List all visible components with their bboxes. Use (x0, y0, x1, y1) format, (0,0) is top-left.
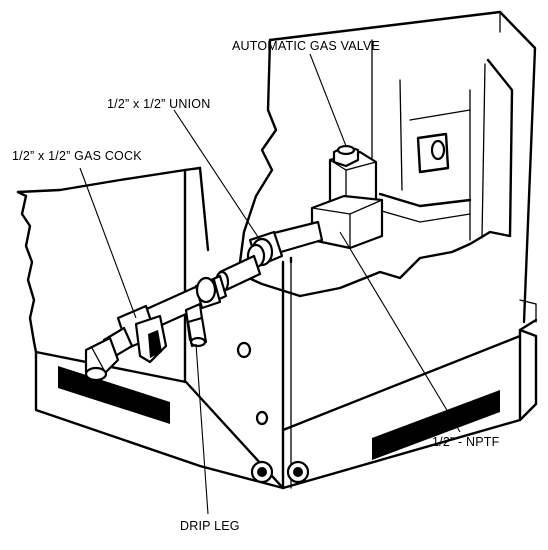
leader-lines (79, 53, 461, 515)
label-union: 1/2” x 1/2” UNION (107, 97, 210, 111)
label-gas-cock: 1/2” x 1/2” GAS COCK (12, 149, 142, 163)
label-drip-leg: DRIP LEG (180, 519, 240, 533)
automatic-gas-valve (310, 144, 384, 250)
label-nptf: 1/2” - NPTF (432, 435, 500, 449)
burner-assembly (377, 79, 472, 241)
label-automatic-gas-valve: AUTOMATIC GAS VALVE (232, 39, 380, 53)
gas-line (84, 220, 324, 382)
furnace-cabinet (16, 10, 538, 490)
